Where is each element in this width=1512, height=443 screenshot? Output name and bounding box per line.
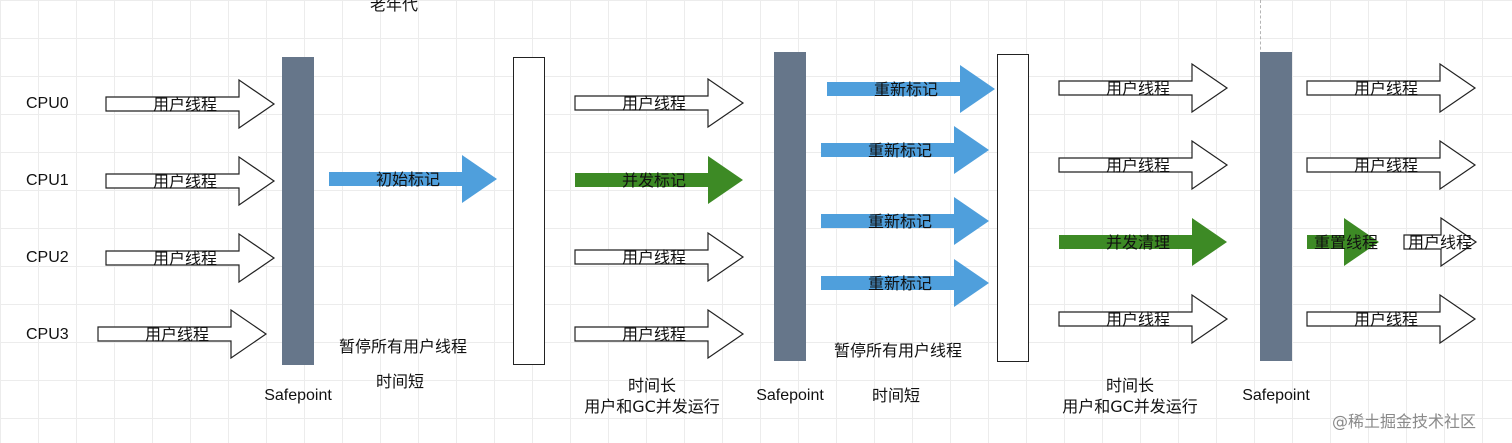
safepoint-bar-1 — [282, 57, 314, 365]
dashed-divider — [1260, 0, 1261, 60]
pause-caption-1: 暂停所有用户线程 — [338, 337, 468, 356]
concurrent-run-caption-1: 用户和GC并发运行 — [584, 397, 720, 416]
arrow-initial-mark: 初始标记 — [329, 155, 497, 203]
arrow-user-thread-cpu0-d-label: 用户线程 — [1354, 79, 1418, 98]
arrow-user-thread-cpu0-b: 用户线程 — [574, 77, 745, 129]
arrow-user-thread-cpu1-a: 用户线程 — [105, 155, 276, 207]
arrow-user-thread-cpu1-c-label: 用户线程 — [1106, 156, 1170, 175]
arrow-user-thread-cpu3-d: 用户线程 — [1306, 293, 1477, 345]
short-time-caption-2: 时间短 — [871, 386, 921, 405]
arrow-remark-3-label: 重新标记 — [868, 212, 932, 231]
arrow-initial-mark-label: 初始标记 — [376, 170, 440, 189]
cpu3-label: CPU3 — [26, 326, 69, 343]
concurrent-run-caption-2: 用户和GC并发运行 — [1062, 397, 1198, 416]
long-time-caption-1: 时间长 — [627, 376, 677, 395]
arrow-user-thread-cpu1-d: 用户线程 — [1306, 139, 1477, 191]
safepoint-bar-3 — [1260, 52, 1292, 361]
arrow-concurrent-sweep-label: 并发清理 — [1106, 233, 1170, 252]
arrow-reset-thread: 重置线程 — [1307, 218, 1379, 266]
arrow-user-thread-cpu2-d-shape — [1403, 216, 1478, 268]
arrow-initial-mark-shape — [329, 155, 497, 203]
arrow-user-thread-cpu0-c: 用户线程 — [1058, 62, 1229, 114]
arrow-user-thread-cpu0-b-label: 用户线程 — [622, 94, 686, 113]
safepoint-bar-2 — [774, 52, 806, 361]
arrow-user-thread-cpu1-c-shape — [1058, 139, 1229, 191]
arrow-concurrent-sweep: 并发清理 — [1059, 218, 1227, 266]
cpu1-label: CPU1 — [26, 172, 69, 189]
arrow-user-thread-cpu1-c: 用户线程 — [1058, 139, 1229, 191]
arrow-remark-3: 重新标记 — [821, 197, 989, 245]
arrow-user-thread-cpu2-b-shape — [574, 231, 745, 283]
arrow-user-thread-cpu0-a-label: 用户线程 — [153, 95, 217, 114]
arrow-remark-1-label: 重新标记 — [874, 80, 938, 99]
arrow-user-thread-cpu0-b-shape — [574, 77, 745, 129]
diagram-title: 老年代 — [369, 0, 419, 14]
cpu2-label: CPU2 — [26, 249, 69, 266]
arrow-user-thread-cpu0-a: 用户线程 — [105, 78, 276, 130]
safepoint-caption-1: Safepoint — [264, 387, 332, 404]
arrow-user-thread-cpu3-b-shape — [574, 308, 745, 360]
stage-bar-1 — [513, 57, 545, 365]
cpu0-label: CPU0 — [26, 95, 69, 112]
arrow-remark-2: 重新标记 — [821, 126, 989, 174]
arrow-remark-1: 重新标记 — [827, 65, 995, 113]
arrow-concurrent-mark-shape — [575, 156, 743, 204]
safepoint-caption-2: Safepoint — [756, 387, 824, 404]
arrow-user-thread-cpu3-d-shape — [1306, 293, 1477, 345]
arrow-user-thread-cpu3-b-label: 用户线程 — [622, 325, 686, 344]
pause-caption-2: 暂停所有用户线程 — [833, 341, 963, 360]
arrow-remark-4: 重新标记 — [821, 259, 989, 307]
arrow-user-thread-cpu0-a-shape — [105, 78, 276, 130]
stage-bar-2 — [997, 54, 1029, 362]
arrow-user-thread-cpu3-b: 用户线程 — [574, 308, 745, 360]
arrow-user-thread-cpu1-d-label: 用户线程 — [1354, 156, 1418, 175]
arrow-remark-4-label: 重新标记 — [868, 274, 932, 293]
long-time-caption-2: 时间长 — [1105, 376, 1155, 395]
arrow-remark-4-shape — [821, 259, 989, 307]
arrow-user-thread-cpu0-d: 用户线程 — [1306, 62, 1477, 114]
short-time-caption-1: 时间短 — [375, 372, 425, 391]
arrow-user-thread-cpu3-a-label: 用户线程 — [145, 325, 209, 344]
arrow-concurrent-sweep-shape — [1059, 218, 1227, 266]
arrow-user-thread-cpu2-a-shape — [105, 232, 276, 284]
arrow-reset-thread-shape — [1307, 218, 1379, 266]
watermark: @稀土掘金技术社区 — [1332, 412, 1477, 431]
arrow-user-thread-cpu1-a-shape — [105, 155, 276, 207]
arrow-user-thread-cpu1-a-label: 用户线程 — [153, 172, 217, 191]
arrow-remark-3-shape — [821, 197, 989, 245]
arrow-concurrent-mark-label: 并发标记 — [622, 171, 686, 190]
arrow-user-thread-cpu0-c-label: 用户线程 — [1106, 79, 1170, 98]
arrow-user-thread-cpu2-a-label: 用户线程 — [153, 249, 217, 268]
arrow-user-thread-cpu1-d-shape — [1306, 139, 1477, 191]
arrow-user-thread-cpu2-d: 用户线程 — [1403, 216, 1478, 268]
arrow-user-thread-cpu2-b-label: 用户线程 — [622, 248, 686, 267]
arrow-user-thread-cpu0-d-shape — [1306, 62, 1477, 114]
arrow-user-thread-cpu3-c-label: 用户线程 — [1106, 310, 1170, 329]
arrow-user-thread-cpu3-c-shape — [1058, 293, 1229, 345]
safepoint-caption-3: Safepoint — [1242, 387, 1310, 404]
arrow-remark-1-shape — [827, 65, 995, 113]
arrow-user-thread-cpu3-d-label: 用户线程 — [1354, 310, 1418, 329]
arrow-concurrent-mark: 并发标记 — [575, 156, 743, 204]
arrow-user-thread-cpu3-a: 用户线程 — [97, 308, 268, 360]
arrow-user-thread-cpu2-d-label: 用户线程 — [1408, 233, 1472, 252]
arrow-reset-thread-label: 重置线程 — [1314, 233, 1378, 252]
arrow-remark-2-label: 重新标记 — [868, 141, 932, 160]
arrow-remark-2-shape — [821, 126, 989, 174]
arrow-user-thread-cpu0-c-shape — [1058, 62, 1229, 114]
arrow-user-thread-cpu2-b: 用户线程 — [574, 231, 745, 283]
arrow-user-thread-cpu2-a: 用户线程 — [105, 232, 276, 284]
arrow-user-thread-cpu3-a-shape — [97, 308, 268, 360]
arrow-user-thread-cpu3-c: 用户线程 — [1058, 293, 1229, 345]
